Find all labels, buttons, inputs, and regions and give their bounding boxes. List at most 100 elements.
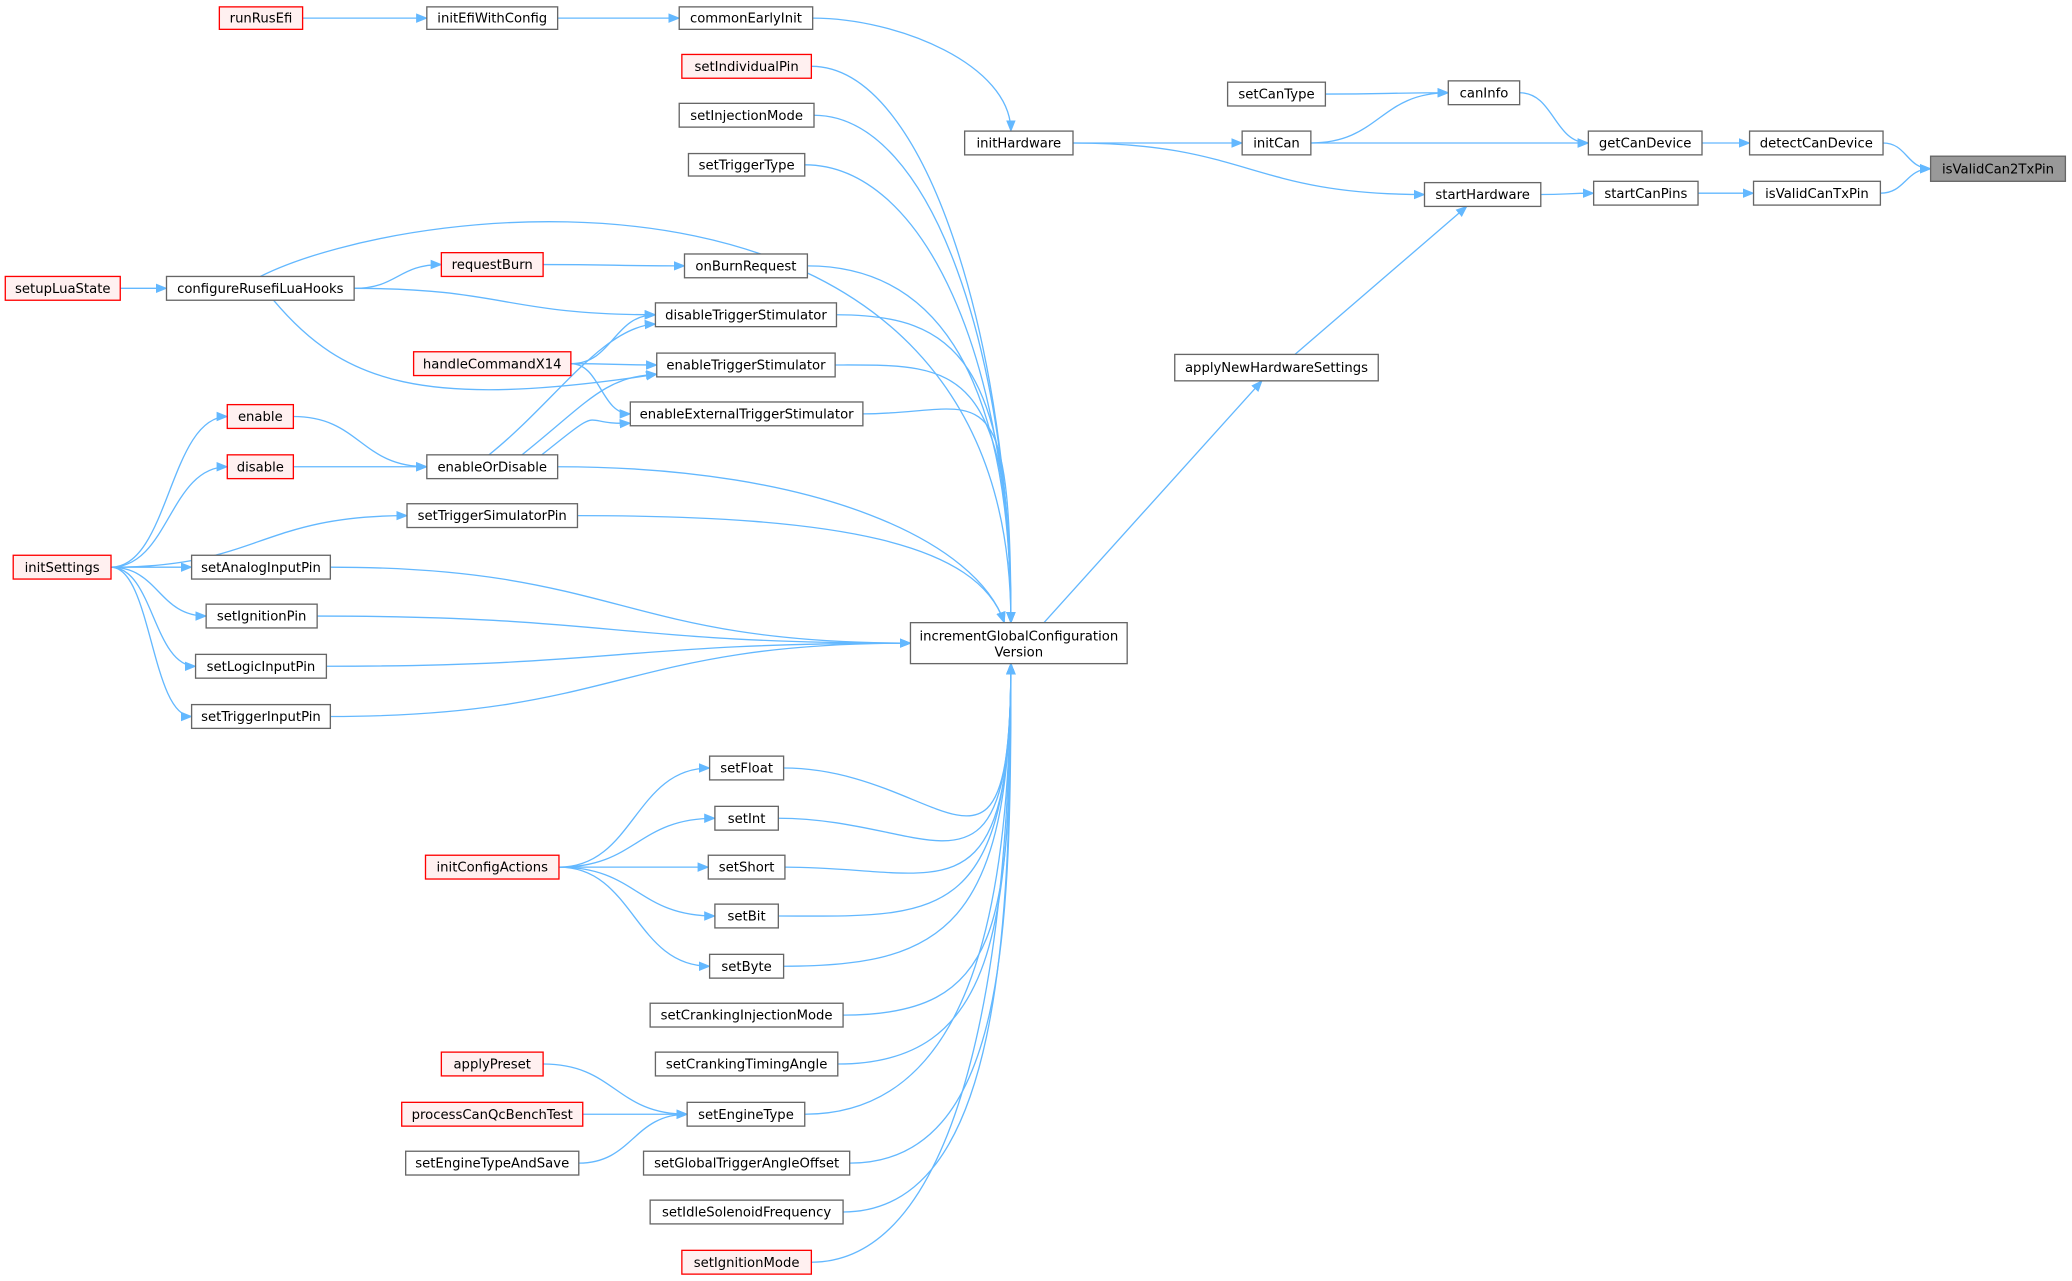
node-box[interactable] — [909, 622, 1128, 665]
node-setInjectionMode[interactable]: setInjectionMode — [678, 102, 815, 128]
node-box[interactable] — [226, 403, 295, 430]
node-initCan[interactable]: initCan — [1241, 130, 1312, 156]
node-box[interactable] — [440, 1051, 544, 1077]
node-box[interactable] — [656, 352, 836, 378]
node-box[interactable] — [4, 275, 121, 301]
node-box[interactable] — [686, 1101, 806, 1127]
node-applyPreset[interactable]: applyPreset — [440, 1051, 544, 1077]
node-setBit[interactable]: setBit — [714, 903, 779, 929]
node-box[interactable] — [1423, 181, 1542, 208]
node-box[interactable] — [205, 603, 318, 629]
node-applyNewHardwareSettings[interactable]: applyNewHardwareSettings — [1174, 353, 1379, 382]
node-box[interactable] — [707, 854, 786, 880]
node-setIndividualPin[interactable]: setIndividualPin — [681, 53, 813, 79]
node-box[interactable] — [226, 454, 295, 480]
node-enableTriggerStimulator[interactable]: enableTriggerStimulator — [656, 352, 836, 378]
node-setInt[interactable]: setInt — [714, 805, 779, 831]
node-disable[interactable]: disable — [226, 454, 295, 480]
node-box[interactable] — [165, 275, 355, 301]
node-enableOrDisable[interactable]: enableOrDisable — [426, 454, 559, 480]
node-box[interactable] — [629, 401, 864, 427]
node-setGlobalTriggerAngleOffset[interactable]: setGlobalTriggerAngleOffset — [642, 1150, 851, 1176]
node-setCrankingTimingAngle[interactable]: setCrankingTimingAngle — [654, 1051, 839, 1077]
node-startHardware[interactable]: startHardware — [1423, 181, 1542, 208]
node-isValidCan2TxPin[interactable]: isValidCan2TxPin — [1929, 155, 2067, 182]
node-initConfigActions[interactable]: initConfigActions — [424, 854, 560, 880]
node-commonEarlyInit[interactable]: commonEarlyInit — [678, 6, 814, 31]
node-setIdleSolenoidFrequency[interactable]: setIdleSolenoidFrequency — [649, 1199, 844, 1225]
node-onBurnRequest[interactable]: onBurnRequest — [683, 253, 809, 279]
node-setupLuaState[interactable]: setupLuaState — [4, 275, 121, 301]
node-canInfo[interactable]: canInfo — [1447, 80, 1521, 106]
node-processCanQcBenchTest[interactable]: processCanQcBenchTest — [401, 1101, 584, 1127]
node-box[interactable] — [649, 1199, 844, 1225]
node-enable[interactable]: enable — [226, 403, 295, 430]
node-box[interactable] — [1174, 353, 1379, 382]
node-box[interactable] — [678, 6, 814, 31]
node-box[interactable] — [687, 152, 806, 177]
node-setTriggerInputPin[interactable]: setTriggerInputPin — [190, 703, 332, 730]
node-box[interactable] — [1748, 130, 1884, 156]
node-box[interactable] — [412, 351, 572, 377]
node-configureRusefiLuaHooks[interactable]: configureRusefiLuaHooks — [165, 275, 355, 301]
node-box[interactable] — [424, 854, 560, 880]
node-box[interactable] — [1241, 130, 1312, 156]
node-box[interactable] — [405, 1150, 580, 1176]
node-setCanType[interactable]: setCanType — [1226, 81, 1327, 107]
node-requestBurn[interactable]: requestBurn — [440, 252, 544, 278]
node-setIgnitionMode[interactable]: setIgnitionMode — [681, 1249, 813, 1275]
node-box[interactable] — [12, 554, 112, 580]
node-box[interactable] — [194, 653, 328, 679]
node-box[interactable] — [683, 253, 809, 279]
node-box[interactable] — [654, 302, 838, 328]
node-box[interactable] — [1592, 180, 1699, 206]
node-setShort[interactable]: setShort — [707, 854, 786, 880]
node-disableTriggerStimulator[interactable]: disableTriggerStimulator — [654, 302, 838, 328]
node-box[interactable] — [714, 903, 779, 929]
node-box[interactable] — [1752, 180, 1882, 206]
node-startCanPins[interactable]: startCanPins — [1592, 180, 1699, 206]
node-setEngineType[interactable]: setEngineType — [686, 1101, 806, 1127]
node-box[interactable] — [708, 755, 785, 781]
node-enableExternalTriggerStimulator[interactable]: enableExternalTriggerStimulator — [629, 401, 864, 427]
node-initHardware[interactable]: initHardware — [963, 130, 1074, 156]
node-isValidCanTxPin[interactable]: isValidCanTxPin — [1752, 180, 1882, 206]
node-setCrankingInjectionMode[interactable]: setCrankingInjectionMode — [649, 1002, 844, 1028]
node-box[interactable] — [963, 130, 1074, 156]
node-box[interactable] — [678, 102, 815, 128]
node-initSettings[interactable]: initSettings — [12, 554, 112, 580]
node-setAnalogInputPin[interactable]: setAnalogInputPin — [190, 554, 332, 580]
node-initEfiWithConfig[interactable]: initEfiWithConfig — [426, 6, 559, 31]
node-setLogicInputPin[interactable]: setLogicInputPin — [194, 653, 328, 679]
node-box[interactable] — [218, 6, 304, 31]
node-getCanDevice[interactable]: getCanDevice — [1587, 130, 1703, 156]
node-box[interactable] — [642, 1150, 851, 1176]
node-box[interactable] — [1587, 130, 1703, 156]
node-box[interactable] — [714, 805, 779, 831]
node-box[interactable] — [190, 554, 332, 580]
node-setTriggerSimulatorPin[interactable]: setTriggerSimulatorPin — [406, 503, 579, 529]
node-setTriggerType[interactable]: setTriggerType — [687, 152, 806, 177]
node-box[interactable] — [681, 1249, 813, 1275]
node-detectCanDevice[interactable]: detectCanDevice — [1748, 130, 1884, 156]
node-setIgnitionPin[interactable]: setIgnitionPin — [205, 603, 318, 629]
node-setEngineTypeAndSave[interactable]: setEngineTypeAndSave — [405, 1150, 580, 1176]
node-box[interactable] — [1447, 80, 1521, 106]
node-box[interactable] — [708, 953, 785, 979]
node-setByte[interactable]: setByte — [708, 953, 785, 979]
node-box[interactable] — [426, 6, 559, 31]
node-box[interactable] — [426, 454, 559, 480]
node-box[interactable] — [440, 252, 544, 278]
node-box[interactable] — [654, 1051, 839, 1077]
node-runRusEfi[interactable]: runRusEfi — [218, 6, 304, 31]
node-box[interactable] — [190, 703, 332, 730]
node-box[interactable] — [649, 1002, 844, 1028]
node-setFloat[interactable]: setFloat — [708, 755, 785, 781]
node-box[interactable] — [681, 53, 813, 79]
node-handleCommandX14[interactable]: handleCommandX14 — [412, 351, 572, 377]
node-box[interactable] — [401, 1101, 584, 1127]
node-box[interactable] — [1226, 81, 1327, 107]
node-box[interactable] — [1929, 155, 2067, 182]
node-box[interactable] — [406, 503, 579, 529]
